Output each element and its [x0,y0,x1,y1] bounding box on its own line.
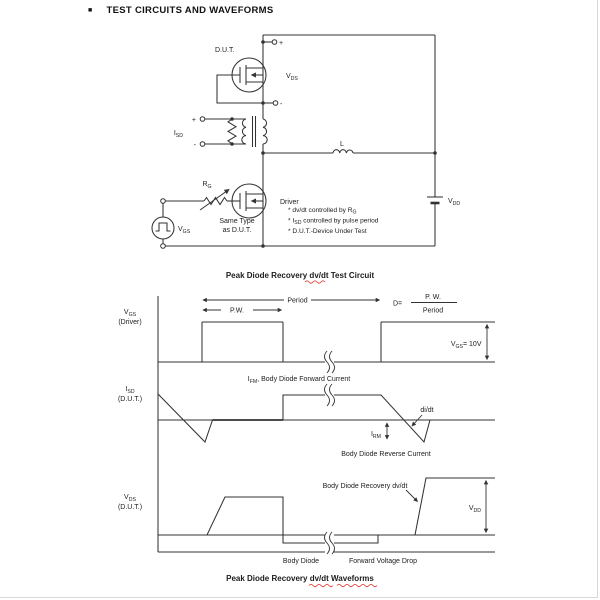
spellcheck-underline [304,280,326,284]
bullet-icon: ■ [88,7,93,14]
vds-axis-label-line2: (D.U.T.) [118,504,142,511]
circuit-caption: Peak Diode Recovery dv/dt Test Circuit [226,271,375,280]
terminals-and-junctions [160,39,437,249]
note-isd: * ISD controlled by pulse period [288,218,379,227]
irm-label: IRM [371,431,381,440]
vds-minus-terminal-label: - [280,101,283,108]
driver-label: Driver [280,199,299,206]
recovery-label: Body Diode Recovery dv/dt [323,483,408,490]
waveforms-diagram: P.W. Period D= P. W. Period VGS= 10V VGS… [118,294,495,588]
waveform-frame [157,296,495,553]
break-symbol-vds [324,531,335,555]
note-dvdt: * dv/dt controlled by RG [288,207,357,216]
note-dut: * D.U.T.-Device Under Test [288,228,367,235]
vds-plus-terminal-label: + [279,40,283,47]
forward-current-label: IFM, Body Diode Forward Current [248,376,350,385]
dut-label: D.U.T. [215,47,235,54]
rg-variable-resistor-symbol [199,189,230,211]
test-circuit-diagram: D.U.T. + - VDS + - ISD L RG Driver Same … [151,34,460,284]
section-header: ■ TEST CIRCUITS AND WAVEFORMS [88,5,274,16]
isd-trace [157,393,495,444]
didt-arrow [411,414,423,427]
same-type-line2: as D.U.T. [223,227,252,234]
dut-mosfet-symbol [231,57,267,93]
isd-minus-terminal-label: - [194,142,197,149]
vgs-pulse-source-symbol [151,216,175,240]
vgs-axis-label: VGS [124,309,137,318]
rg-label: RG [202,181,211,190]
duty-lhs: D= [393,301,402,308]
duty-denominator: Period [423,308,443,315]
driver-mosfet-symbol [231,183,267,219]
vds-label: VDS [286,73,298,82]
vgs-level-label: VGS= 10V [451,341,482,350]
forward-voltage-drop-label: Forward Voltage Drop [349,558,417,565]
break-symbol-isd [324,383,335,407]
spellcheck-underlines [308,583,378,588]
isd-axis-label: ISD [125,386,134,395]
vds-axis-label: VDS [124,494,136,503]
break-symbol-vgs [324,350,335,374]
circuit-wires [162,34,436,247]
duty-cycle-equation: D= P. W. Period [393,294,457,315]
inductor-label: L [340,141,344,148]
vdd-level-label: VDD [469,505,481,514]
vdd-battery-symbol [427,196,443,205]
pw-period-arrows [202,297,381,313]
isd-label: ISD [174,130,183,139]
body-diode-label: Body Diode [283,558,319,565]
vgs-label: VGS [178,226,191,235]
isd-axis-label-line2: (D.U.T.) [118,396,142,403]
section-title: TEST CIRCUITS AND WAVEFORMS [106,5,274,16]
recovery-arrow [405,489,418,502]
circuit-notes: * dv/dt controlled by RG * ISD controlle… [288,207,379,235]
vdd-label: VDD [448,198,460,207]
waveforms-caption: Peak Diode Recovery dv/dt Waveforms [226,574,374,583]
inductor-symbol [332,149,354,154]
didt-label: di/dt [420,407,433,414]
same-type-line1: Same Type [219,218,254,225]
isd-plus-terminal-label: + [192,117,196,124]
reverse-current-label: Body Diode Reverse Current [341,451,431,458]
pw-label: P.W. [230,308,244,315]
current-transformer-symbol [226,116,268,147]
period-label: Period [287,298,307,305]
duty-numerator: P. W. [425,294,441,301]
vgs-axis-label-line2: (Driver) [118,319,141,326]
